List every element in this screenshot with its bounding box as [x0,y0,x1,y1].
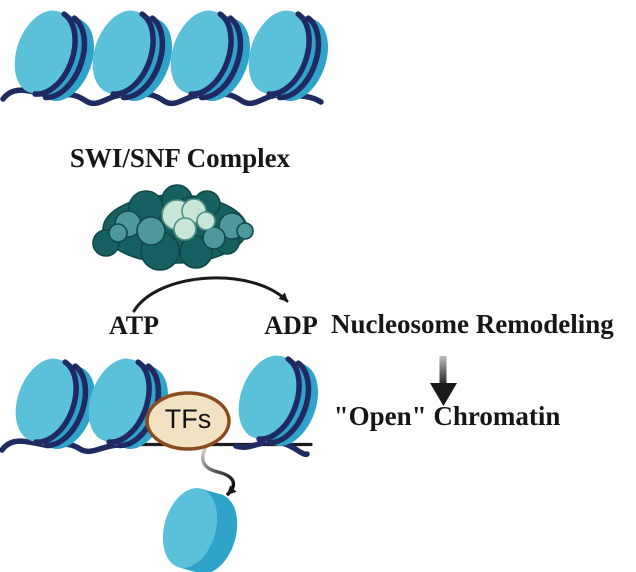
swi-snf-complex-icon [92,184,254,271]
swi-snf-complex-label: SWI/SNF Complex [69,143,291,173]
nucleosome-icon [4,2,105,109]
condensed-chromatin-fiber [0,2,339,109]
nucleosome-icon [82,2,183,109]
released-nucleosome-icon [154,481,247,572]
open-chromatin-label: "Open" Chromatin [333,401,561,431]
tfs-label: TFs [164,404,212,434]
eject-arrow [200,447,237,496]
open-chromatin-fiber [0,347,329,572]
down-arrow-icon [430,356,457,406]
nucleosome-icon [228,347,329,454]
atp-label: ATP [108,311,160,340]
atp-adp-arrow [132,276,289,313]
nucleosome-remodeling-label: Nucleosome Remodeling [331,309,614,339]
tf-oval [145,391,231,451]
nucleosome-icon [238,2,339,109]
adp-label: ADP [264,311,318,340]
nucleosome-icon [160,2,261,109]
